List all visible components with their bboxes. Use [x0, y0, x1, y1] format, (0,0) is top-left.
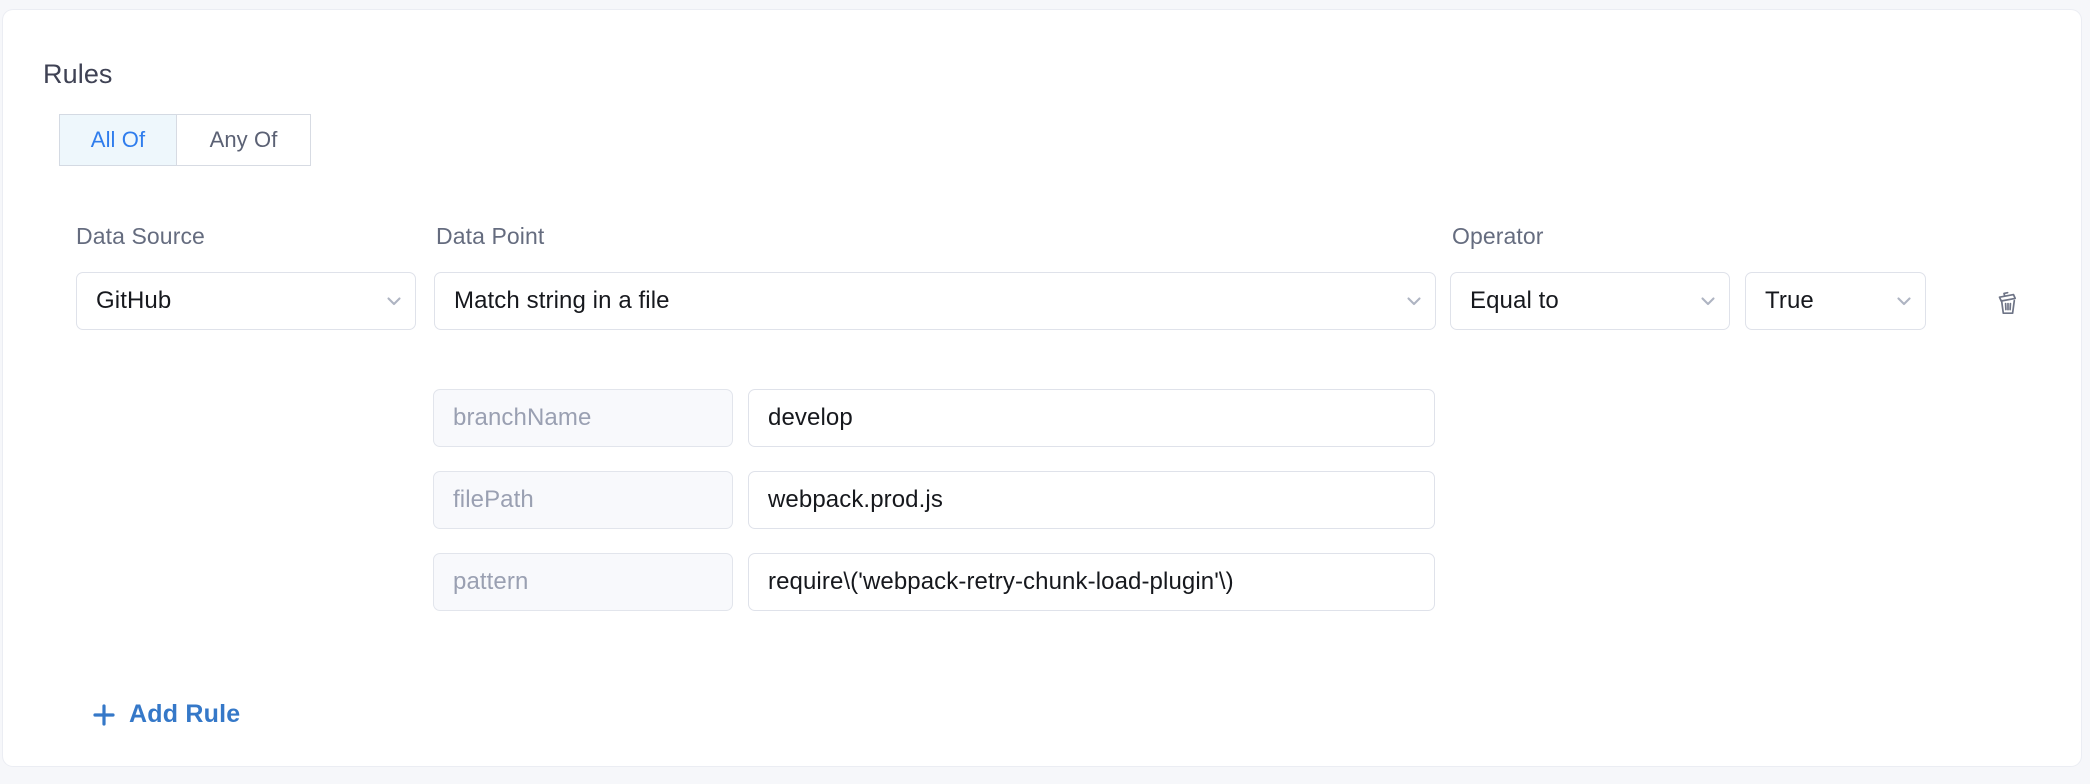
chevron-down-icon — [373, 290, 415, 312]
parameter-value-input[interactable]: require\('webpack-retry-chunk-load-plugi… — [748, 553, 1435, 611]
boolean-value-select[interactable]: True — [1745, 272, 1926, 330]
data-source-value: GitHub — [96, 287, 172, 314]
parameter-value-input[interactable]: webpack.prod.js — [748, 471, 1435, 529]
chevron-down-icon — [1393, 290, 1435, 312]
toggle-any-of[interactable]: Any Of — [176, 114, 311, 166]
data-point-select[interactable]: Match string in a file — [434, 272, 1436, 330]
parameter-key: pattern — [433, 553, 733, 611]
parameter-row: pattern require\('webpack-retry-chunk-lo… — [3, 553, 2081, 611]
match-type-toggle-group: All Of Any Of — [59, 114, 311, 166]
data-point-label: Data Point — [436, 223, 545, 249]
trash-icon — [1991, 286, 2025, 323]
rules-card: Rules All Of Any Of Data Source Data Poi… — [3, 10, 2081, 766]
chevron-down-icon — [1687, 290, 1729, 312]
parameter-row: branchName develop — [3, 389, 2081, 447]
add-rule-button[interactable]: Add Rule — [91, 700, 240, 729]
operator-select[interactable]: Equal to — [1450, 272, 1730, 330]
toggle-all-of[interactable]: All Of — [59, 114, 176, 166]
parameter-value-input[interactable]: develop — [748, 389, 1435, 447]
data-source-select[interactable]: GitHub — [76, 272, 416, 330]
chevron-down-icon — [1883, 290, 1925, 312]
data-source-label: Data Source — [76, 223, 205, 249]
delete-rule-button[interactable] — [1986, 282, 2030, 326]
parameter-key: filePath — [433, 471, 733, 529]
plus-icon — [91, 702, 117, 728]
operator-value: Equal to — [1470, 287, 1559, 314]
boolean-value: True — [1765, 287, 1814, 314]
data-point-value: Match string in a file — [454, 287, 670, 314]
add-rule-label: Add Rule — [129, 700, 241, 728]
operator-label: Operator — [1452, 223, 1544, 249]
parameter-key: branchName — [433, 389, 733, 447]
parameter-row: filePath webpack.prod.js — [3, 471, 2081, 529]
page-title: Rules — [43, 59, 113, 89]
